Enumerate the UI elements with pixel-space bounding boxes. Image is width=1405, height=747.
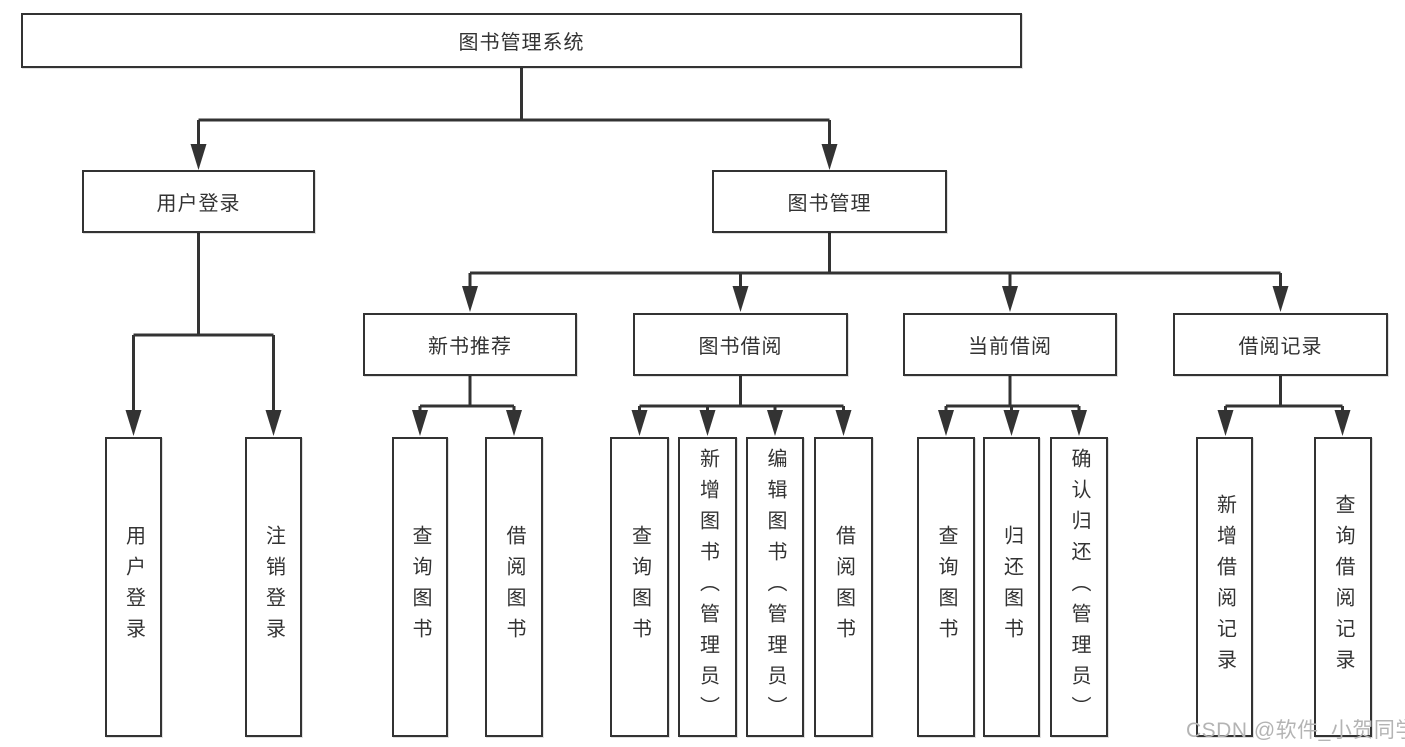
connector-records-to-children — [1217, 376, 1351, 436]
connector-root-to-level2 — [190, 68, 838, 170]
arrowhead-icon — [938, 410, 954, 436]
leaf-query-borrow-record: 查询借阅记录 — [1314, 437, 1372, 737]
leaf-current-query-books: 查询图书 — [917, 437, 975, 737]
connector-borrow-to-children — [631, 376, 852, 436]
node-book-borrow: 图书借阅 — [633, 313, 848, 376]
arrowhead-icon — [821, 144, 838, 170]
arrowhead-icon — [1003, 410, 1020, 436]
node-library-system: 图书管理系统 — [21, 13, 1022, 68]
node-borrow-records: 借阅记录 — [1173, 313, 1388, 376]
node-new-book-recommend: 新书推荐 — [363, 313, 577, 376]
node-book-management: 图书管理 — [712, 170, 947, 233]
node-user-login: 用户登录 — [82, 170, 315, 233]
arrowhead-icon — [767, 410, 783, 436]
arrowhead-icon — [1334, 410, 1351, 436]
leaf-return-books-label: 归还图书 — [1000, 525, 1023, 649]
leaf-recommend-borrow-books: 借阅图书 — [485, 437, 543, 737]
node-book-management-label: 图书管理 — [787, 193, 872, 215]
leaf-edit-books-admin-label: 编辑图书（管理员） — [764, 447, 786, 727]
connector-current-to-children — [938, 376, 1087, 436]
node-current-borrow-label: 当前借阅 — [968, 336, 1052, 358]
node-library-system-label: 图书管理系统 — [458, 32, 585, 54]
arrowhead-icon — [1071, 410, 1087, 436]
arrowhead-icon — [190, 144, 207, 170]
arrowhead-icon — [1272, 286, 1289, 312]
arrowhead-icon — [412, 410, 428, 436]
arrowhead-icon — [835, 410, 852, 436]
leaf-add-books-admin-label: 新增图书（管理员） — [696, 447, 719, 727]
leaf-borrow-query-books-label: 查询图书 — [628, 525, 651, 649]
leaf-return-books: 归还图书 — [983, 437, 1040, 737]
arrowhead-icon — [631, 410, 648, 436]
watermark: CSDN @软件_小贺同学 — [1186, 719, 1405, 742]
leaf-recommend-query-books: 查询图书 — [392, 437, 448, 737]
connector-login-to-children — [125, 233, 282, 436]
arrowhead-icon — [506, 410, 522, 436]
leaf-add-borrow-record-label: 新增借阅记录 — [1213, 494, 1236, 680]
leaf-add-books-admin: 新增图书（管理员） — [678, 437, 737, 737]
leaf-borrow-books-label: 借阅图书 — [832, 525, 855, 649]
arrowhead-icon — [699, 410, 716, 436]
leaf-add-borrow-record: 新增借阅记录 — [1196, 437, 1253, 737]
leaf-recommend-borrow-books-label: 借阅图书 — [503, 525, 525, 649]
leaf-logout: 注销登录 — [245, 437, 302, 737]
arrowhead-icon — [1217, 410, 1234, 436]
node-new-book-recommend-label: 新书推荐 — [428, 336, 512, 358]
arrowhead-icon — [462, 286, 478, 312]
leaf-borrow-books: 借阅图书 — [814, 437, 873, 737]
leaf-edit-books-admin: 编辑图书（管理员） — [746, 437, 804, 737]
leaf-user-login: 用户登录 — [105, 437, 162, 737]
node-borrow-records-label: 借阅记录 — [1238, 336, 1323, 358]
leaf-confirm-return-admin: 确认归还（管理员） — [1050, 437, 1108, 737]
arrowhead-icon — [1002, 286, 1018, 312]
node-user-login-label: 用户登录 — [156, 193, 241, 215]
arrowhead-icon — [265, 410, 282, 436]
leaf-confirm-return-admin-label: 确认归还（管理员） — [1068, 447, 1090, 727]
leaf-borrow-query-books: 查询图书 — [610, 437, 669, 737]
leaf-logout-label: 注销登录 — [262, 525, 285, 649]
leaf-current-query-books-label: 查询图书 — [935, 525, 957, 649]
connector-recommend-to-children — [412, 376, 522, 436]
leaf-query-borrow-record-label: 查询借阅记录 — [1332, 494, 1354, 680]
arrowhead-icon — [125, 410, 142, 436]
leaf-user-login-label: 用户登录 — [122, 525, 145, 649]
arrowhead-icon — [732, 286, 749, 312]
leaf-recommend-query-books-label: 查询图书 — [409, 525, 431, 649]
node-current-borrow: 当前借阅 — [903, 313, 1117, 376]
connector-mgmt-to-modules — [462, 233, 1289, 312]
node-book-borrow-label: 图书借阅 — [698, 336, 783, 358]
